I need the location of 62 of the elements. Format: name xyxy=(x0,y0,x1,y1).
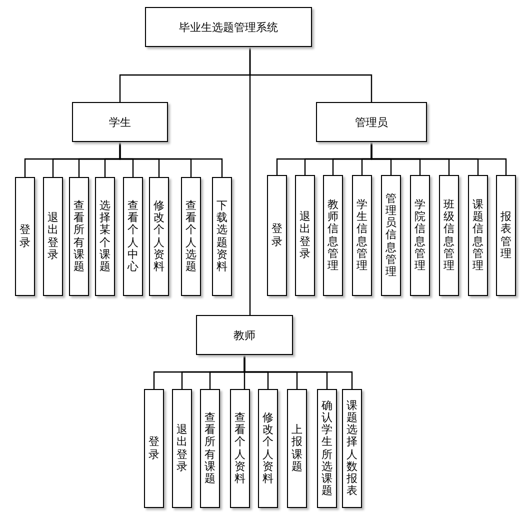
node-label: 学生 xyxy=(109,114,131,130)
node-label: 修改个人资料 xyxy=(154,200,164,273)
function-box xyxy=(342,389,362,508)
node-label: 管理员信息管理 xyxy=(386,193,396,278)
function-box xyxy=(95,177,115,296)
node-label: 查看所有课题 xyxy=(74,200,84,273)
function-box xyxy=(496,175,516,296)
function-box xyxy=(15,177,35,296)
function-box xyxy=(352,175,372,296)
node-label: 登录 xyxy=(20,224,30,249)
function-box xyxy=(381,175,401,296)
node-label: 课题信息管理 xyxy=(472,199,484,272)
node-label: 选择某个课题 xyxy=(100,200,110,273)
module-box xyxy=(145,7,312,47)
function-box xyxy=(230,389,250,508)
function-box xyxy=(172,389,192,508)
node-label: 查看个人资料 xyxy=(234,412,246,485)
function-box xyxy=(323,175,343,296)
module-box xyxy=(196,315,293,355)
function-box xyxy=(317,389,337,508)
function-box xyxy=(410,175,430,296)
node-label: 教师信息管理 xyxy=(328,199,338,272)
connector-line xyxy=(370,142,507,175)
function-box xyxy=(69,177,89,296)
function-box xyxy=(144,389,164,508)
function-box xyxy=(287,389,307,508)
node-label: 学生信息管理 xyxy=(356,199,368,272)
node-label: 课题选择人数报表 xyxy=(346,400,358,497)
function-box xyxy=(123,177,143,296)
function-box xyxy=(43,177,63,296)
node-label: 查看个人选题 xyxy=(186,200,196,273)
node-label: 查看所有课题 xyxy=(204,412,216,485)
function-box xyxy=(181,177,201,296)
connector-line xyxy=(244,355,353,389)
node-label: 退出登录 xyxy=(300,211,310,260)
function-box xyxy=(258,389,278,508)
node-label: 上报课题 xyxy=(292,424,302,473)
node-label: 退出登录 xyxy=(176,424,188,473)
node-label: 教师 xyxy=(234,328,256,342)
function-box xyxy=(267,175,287,296)
node-label: 查看个人中心 xyxy=(128,200,138,273)
function-box xyxy=(468,175,488,296)
connector-line xyxy=(119,142,223,177)
function-box xyxy=(295,175,315,296)
node-label: 确认学生所选课题 xyxy=(322,400,332,497)
node-label: 管理员 xyxy=(355,114,388,130)
node-label: 修改个人资料 xyxy=(262,412,274,485)
node-label: 退出登录 xyxy=(48,212,58,261)
node-label: 班级信息管理 xyxy=(444,199,454,272)
function-box xyxy=(212,177,232,296)
node-label: 下载选题资料 xyxy=(216,200,228,273)
function-box xyxy=(149,177,169,296)
node-label: 登录 xyxy=(148,436,160,461)
module-box xyxy=(72,102,168,142)
node-label: 毕业生选题管理系统 xyxy=(179,20,278,34)
connector-line xyxy=(249,47,251,315)
node-label: 学院信息管理 xyxy=(414,199,426,272)
module-box xyxy=(316,102,427,142)
function-box xyxy=(200,389,220,508)
function-box xyxy=(439,175,459,296)
node-label: 报表管理 xyxy=(500,211,512,260)
node-label: 登录 xyxy=(272,223,282,248)
